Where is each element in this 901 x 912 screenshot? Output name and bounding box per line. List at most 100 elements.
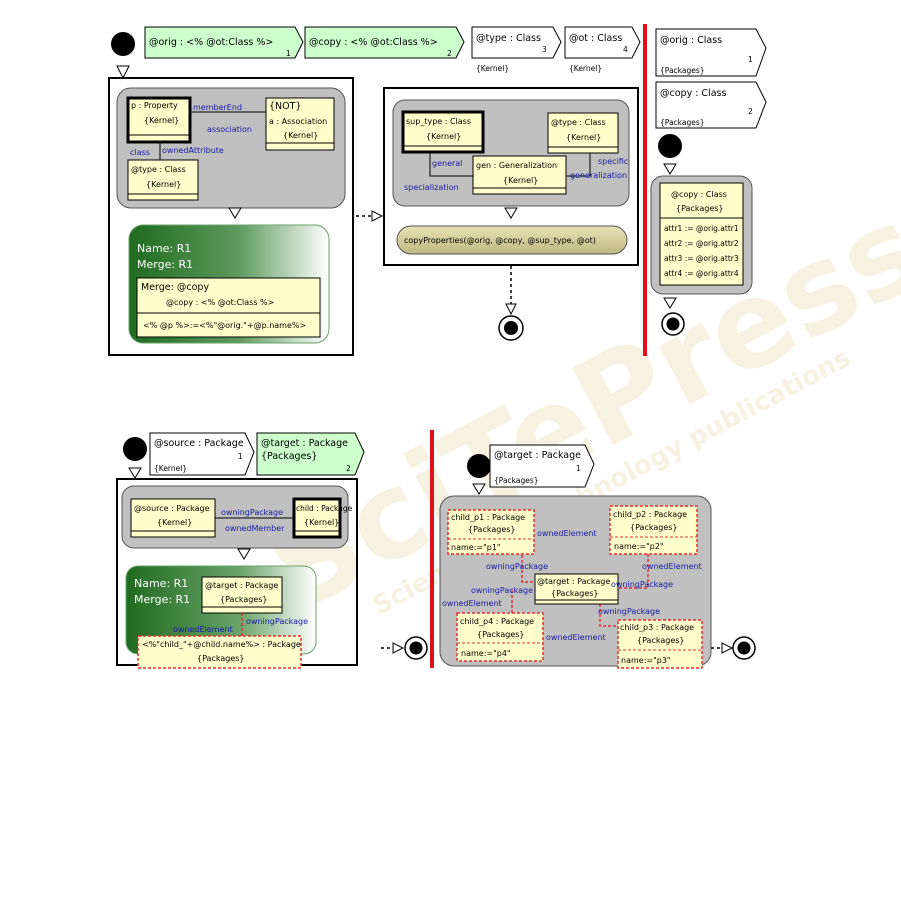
link-label-memberend: memberEnd <box>193 103 242 112</box>
action-copy-properties[interactable]: copyProperties(@orig, @copy, @sup_type, … <box>396 225 628 255</box>
bottom-param-source-num: 1 <box>238 452 243 461</box>
child-p1-object[interactable]: child_p1 : Package {Packages} name:="p1" <box>447 509 535 555</box>
link-label-ownedattribute: ownedAttribute <box>162 146 224 155</box>
link-label-class: class <box>130 148 150 157</box>
bottom-right-param-num: 1 <box>576 464 581 473</box>
bottom-param-target[interactable]: @target : Package {Packages} 2 <box>256 432 365 476</box>
merge-box[interactable]: Merge: @copy @copy : <% @ot:Class %> <% … <box>136 277 321 338</box>
right-param-copy[interactable]: @copy : Class 2 {Packages} <box>655 81 767 129</box>
center-target-pkg: {Packages} <box>551 589 599 598</box>
sup-type-name: sup_type : Class <box>406 117 471 126</box>
child-p2-pkg: {Packages} <box>630 523 678 532</box>
param-type-pkg: {Kernel} <box>476 64 509 73</box>
association-object[interactable]: {NOT} a : Association {Kernel} <box>265 97 335 151</box>
flow-arrowhead <box>371 210 384 222</box>
rule-name-label: Name: R1 <box>137 242 191 255</box>
association-name: a : Association <box>269 117 327 126</box>
copy-attr-2: attr2 := @orig.attr2 <box>664 239 739 248</box>
link-label-generalization: generalization <box>570 171 627 180</box>
start-node <box>658 134 682 158</box>
flow-arrowhead <box>116 65 130 80</box>
end-node <box>404 636 428 660</box>
merge-expression: <% @p %>:=<%"@orig."+@p.name%> <box>143 321 306 330</box>
child-p3-name: child_p3 : Package <box>620 623 694 632</box>
center-target-object[interactable]: @target : Package {Packages} <box>534 573 619 605</box>
mid-type-object[interactable]: @type : Class {Kernel} <box>547 112 619 154</box>
rule-merge-label: Merge: R1 <box>137 258 193 271</box>
right-param-copy-label: @copy : Class <box>660 88 726 99</box>
right-param-orig[interactable]: @orig : Class 1 {Packages} <box>655 28 767 77</box>
type-class-object[interactable]: @type : Class {Kernel} <box>127 159 199 201</box>
bottom-param-target-pkg: {Packages} <box>261 451 317 462</box>
right-param-orig-pkg: {Packages} <box>660 66 705 75</box>
sup-type-object[interactable]: sup_type : Class {Kernel} <box>401 110 485 154</box>
target-package-object[interactable]: @target : Package {Packages} <box>201 576 283 614</box>
child-p1-name: child_p1 : Package <box>451 513 525 522</box>
param-type[interactable]: @type : Class 3 {Kernel} <box>471 26 562 73</box>
flow-arrowhead <box>228 207 242 219</box>
copy-class-name: @copy : Class <box>671 190 727 199</box>
generalization-object[interactable]: gen : Generalization {Kernel} <box>472 155 567 195</box>
start-node <box>111 32 135 56</box>
flow-arrowhead <box>721 642 734 654</box>
child-p3-object[interactable]: child_p3 : Package {Packages} name:="p3" <box>617 619 703 669</box>
association-pkg: {Kernel} <box>283 131 318 140</box>
child-p2-object[interactable]: child_p2 : Package {Packages} name:="p2" <box>609 505 698 555</box>
link-label-owningpackage: owningPackage <box>598 607 660 616</box>
bottom-param-source[interactable]: @source : Package 1 {Kernel} <box>149 432 255 476</box>
sup-type-pkg: {Kernel} <box>426 132 461 141</box>
not-label: {NOT} <box>269 101 301 112</box>
copy-class-pkg: {Packages} <box>676 204 724 213</box>
child-p1-attr: name:="p1" <box>451 543 501 552</box>
link-label-owningpackage-2: owningPackage <box>246 617 308 626</box>
generalization-pkg: {Kernel} <box>503 176 538 185</box>
child-p4-object[interactable]: child_p4 : Package {Packages} name:="p4" <box>456 612 544 662</box>
new-child-package-object[interactable]: <%"child_"+@child.name%> : Package {Pack… <box>137 635 302 669</box>
rule-name-label: Name: R1 <box>134 577 188 590</box>
child-package-name: child : Package <box>296 504 353 513</box>
bottom-right-param-target[interactable]: @target : Package 1 {Packages} <box>489 444 595 488</box>
param-ot-pkg: {Kernel} <box>569 64 602 73</box>
bottom-right-param-pkg: {Packages} <box>494 476 539 485</box>
bottom-param-source-label: @source : Package <box>154 438 244 449</box>
param-ot[interactable]: @ot : Class 4 {Kernel} <box>564 26 641 73</box>
param-copy[interactable]: @copy : <% @ot:Class %> 2 <box>304 26 465 59</box>
copy-attr-3: attr3 := @orig.attr3 <box>664 254 739 263</box>
param-orig-num: 1 <box>286 49 291 58</box>
param-orig[interactable]: @orig : <% @ot:Class %> 1 <box>144 26 304 59</box>
property-object[interactable]: p : Property {Kernel} <box>126 96 192 144</box>
flow-arrowhead <box>128 467 142 479</box>
param-type-label: @type : Class <box>476 33 541 44</box>
copy-class-object[interactable]: @copy : Class {Packages} attr1 := @orig.… <box>659 182 744 286</box>
type-class-name: @type : Class <box>131 165 186 174</box>
bottom-right-param-label: @target : Package <box>494 450 581 461</box>
link-label-ownedelement: ownedElement <box>537 529 597 538</box>
flow-arrowhead <box>237 548 251 560</box>
child-package-object[interactable]: child : Package {Kernel} <box>292 497 353 539</box>
right-param-orig-num: 1 <box>748 55 753 64</box>
target-package-pkg: {Packages} <box>220 595 268 604</box>
child-p4-pkg: {Packages} <box>477 630 525 639</box>
copy-attr-1: attr1 := @orig.attr1 <box>664 224 739 233</box>
copy-attr-4: attr4 := @orig.attr4 <box>664 269 739 278</box>
flow-arrowhead <box>504 207 518 219</box>
start-node <box>123 437 147 461</box>
flow-arrowhead <box>472 483 486 495</box>
source-package-object[interactable]: @source : Package {Kernel} <box>130 498 216 538</box>
param-copy-label: @copy : <% @ot:Class %> <box>309 37 438 48</box>
child-p2-attr: name:="p2" <box>614 542 664 551</box>
target-package-name: @target : Package <box>205 581 278 590</box>
right-param-orig-label: @orig : Class <box>660 35 722 46</box>
separator-red <box>643 24 647 356</box>
end-node <box>732 636 756 660</box>
child-p4-attr: name:="p4" <box>461 649 511 658</box>
right-param-copy-pkg: {Packages} <box>660 118 705 127</box>
link-label-owningpackage: owningPackage <box>221 508 283 517</box>
mid-type-name: @type : Class <box>551 118 606 127</box>
link-label-specialization: specialization <box>404 183 459 192</box>
param-orig-label: @orig : <% @ot:Class %> <box>149 37 273 48</box>
param-ot-num: 4 <box>623 45 628 54</box>
flow-arrowhead <box>392 642 405 654</box>
link-label-ownedelement: ownedElement <box>642 562 702 571</box>
